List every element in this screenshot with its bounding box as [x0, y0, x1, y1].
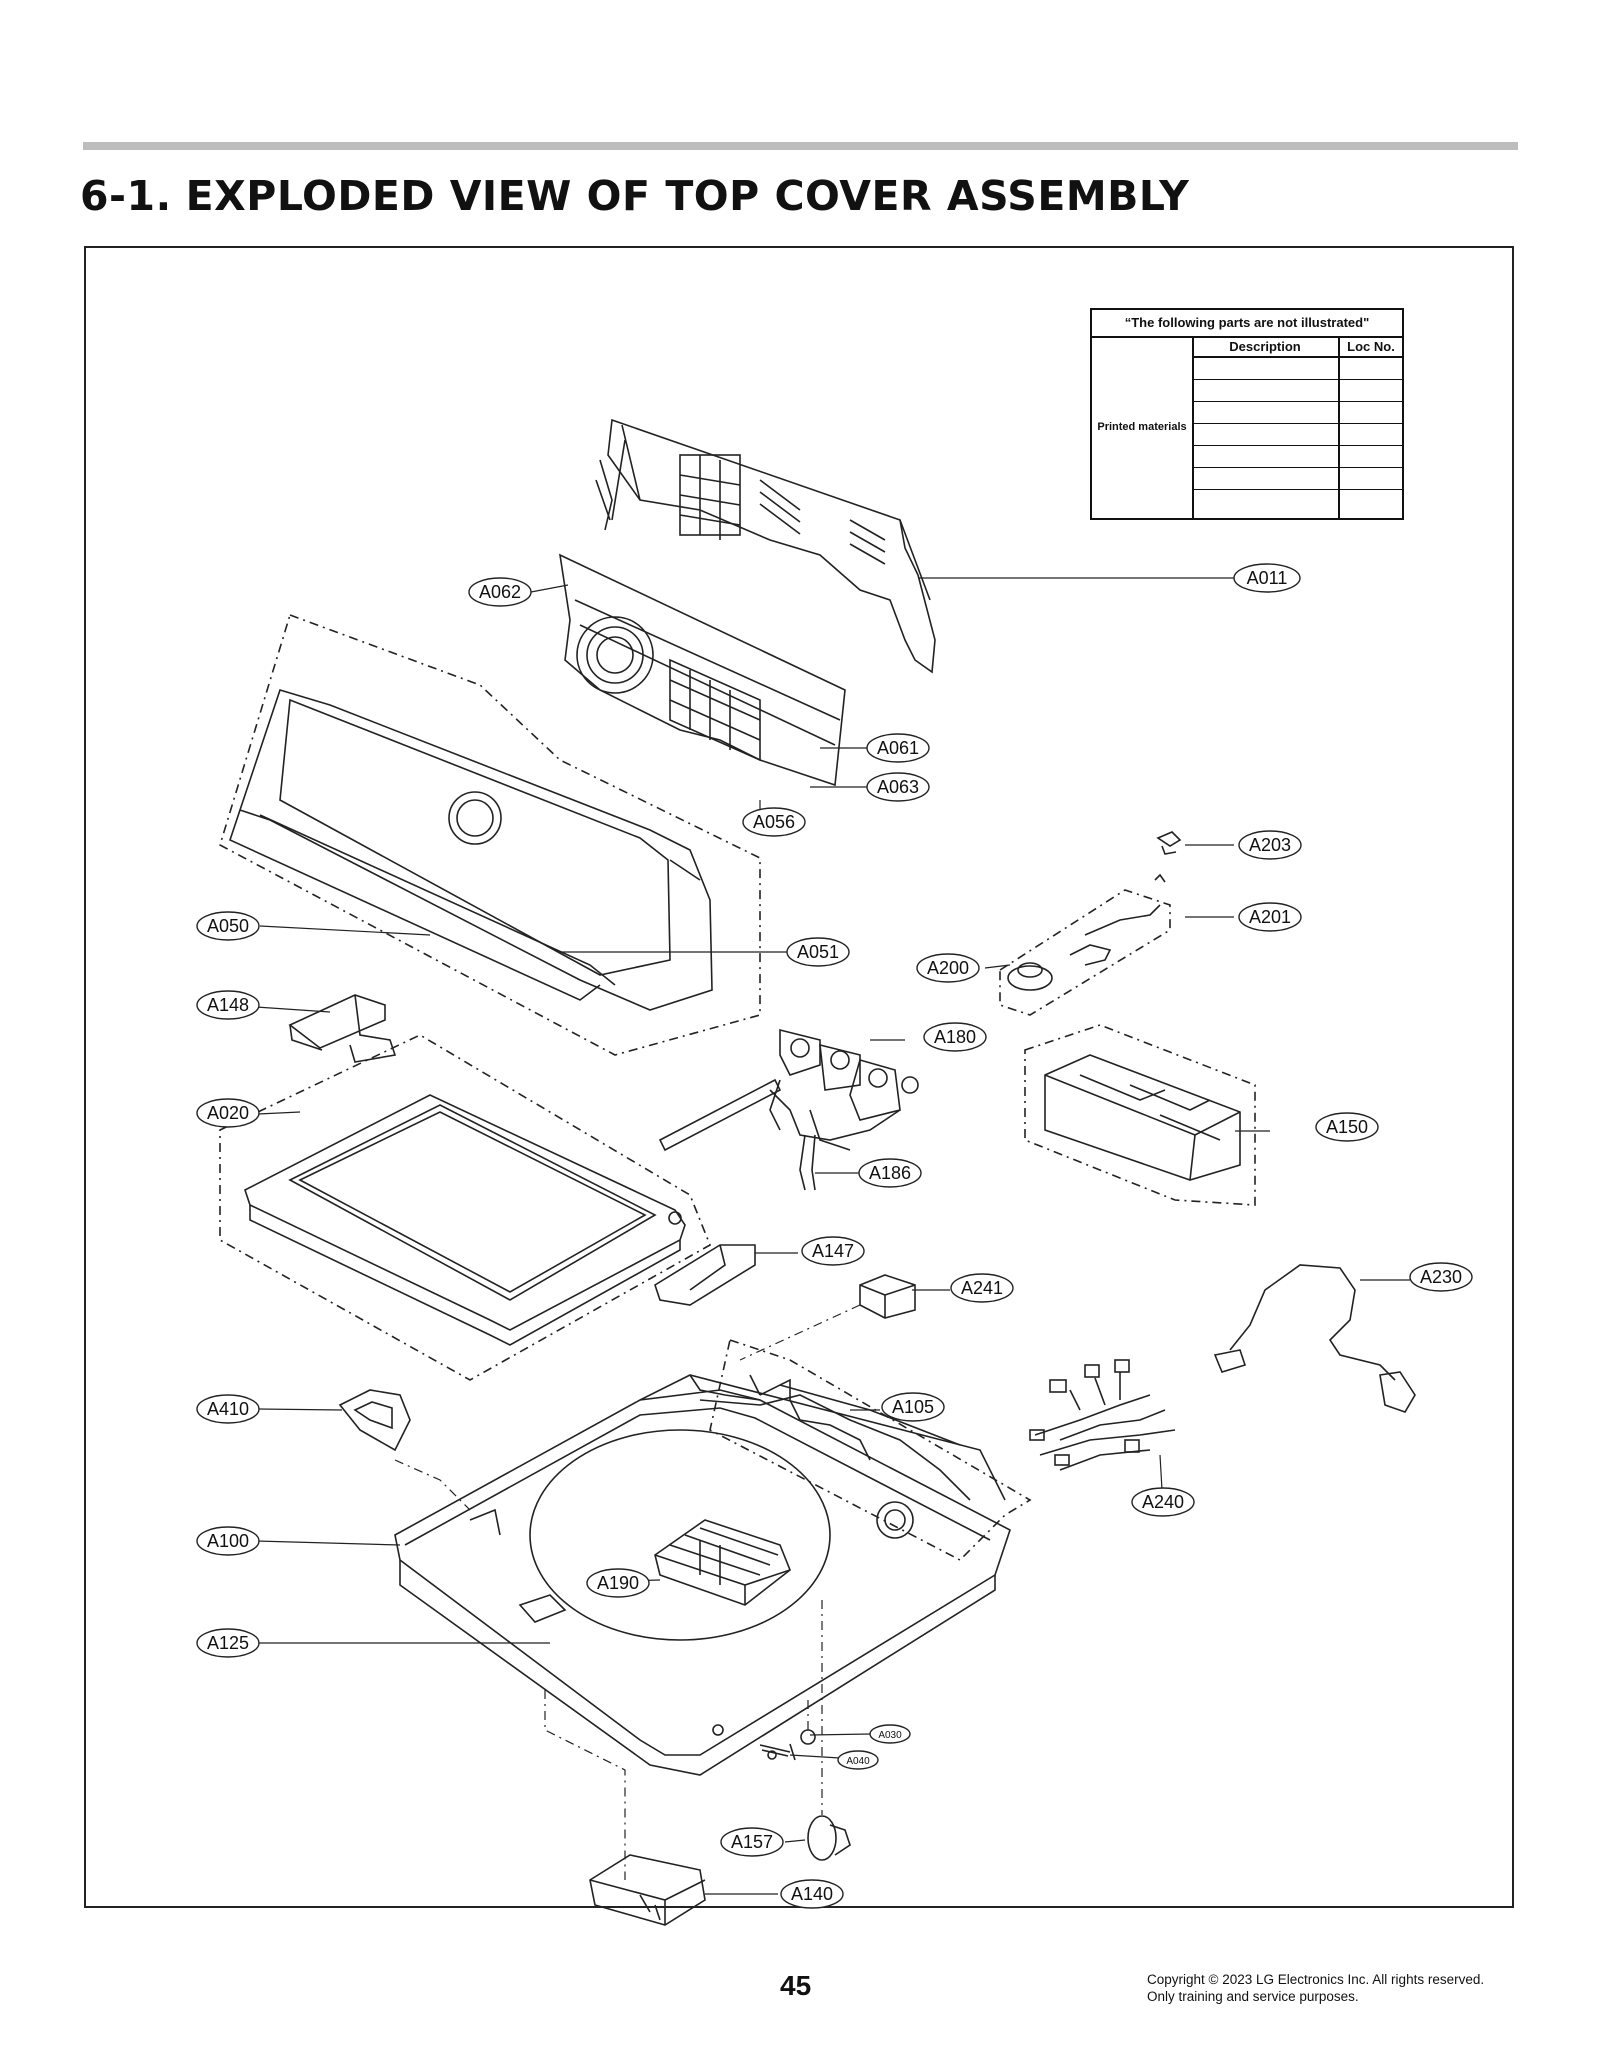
label-a410: A410: [196, 1394, 260, 1424]
svg-text:A201: A201: [1249, 907, 1291, 927]
section-title: EXPLODED VIEW OF TOP COVER ASSEMBLY: [185, 172, 1190, 220]
part-a020-lid-group: [219, 1034, 712, 1381]
label-a240: A240: [1131, 1487, 1195, 1517]
label-a180: A180: [923, 1022, 987, 1052]
svg-text:A200: A200: [927, 958, 969, 978]
part-a200-a201-pressure-sensor: [999, 873, 1171, 1016]
svg-text:A125: A125: [207, 1633, 249, 1653]
svg-text:A105: A105: [892, 1397, 934, 1417]
table-row: [1192, 424, 1402, 446]
svg-text:A241: A241: [961, 1278, 1003, 1298]
part-a062-pcb-assembly: [558, 553, 846, 787]
svg-text:A063: A063: [877, 777, 919, 797]
part-a230-power-cord: [1213, 1264, 1416, 1413]
label-a157: A157: [720, 1827, 784, 1857]
svg-text:A190: A190: [597, 1573, 639, 1593]
label-a186: A186: [858, 1158, 922, 1188]
svg-text:A061: A061: [877, 738, 919, 758]
label-a200: A200: [916, 953, 980, 983]
svg-text:A051: A051: [797, 942, 839, 962]
part-a100-top-cover: [394, 1374, 1011, 1776]
label-a030: A030: [869, 1724, 911, 1744]
part-a150-dispenser: [1024, 1024, 1256, 1206]
label-a040: A040: [837, 1750, 879, 1770]
part-a241-connector-box: [859, 1274, 916, 1319]
label-a148: A148: [196, 990, 260, 1020]
label-a140: A140: [780, 1879, 844, 1909]
label-a150: A150: [1315, 1112, 1379, 1142]
copyright-line-1: Copyright © 2023 LG Electronics Inc. All…: [1147, 1972, 1485, 1987]
label-a147: A147: [801, 1236, 865, 1266]
leader-lines: [255, 577, 1410, 1895]
label-a056: A056: [742, 807, 806, 837]
label-a063: A063: [866, 772, 930, 802]
label-a051: A051: [786, 937, 850, 967]
not-illustrated-parts-table: “The following parts are not illustrated…: [1090, 308, 1404, 520]
svg-text:A056: A056: [753, 812, 795, 832]
table-row: [1192, 468, 1402, 490]
label-a201: A201: [1238, 902, 1302, 932]
table-col-description: Description: [1192, 336, 1340, 358]
part-a190-filter: [654, 1519, 791, 1606]
part-a147-hinge-bracket: [654, 1244, 756, 1306]
part-a050-control-panel-group: [219, 613, 761, 1056]
label-a125: A125: [196, 1628, 260, 1658]
part-a140-lid-lock: [589, 1854, 706, 1926]
assembly-lines: [394, 1304, 861, 1880]
label-a020: A020: [196, 1098, 260, 1128]
label-a050: A050: [196, 911, 260, 941]
table-row: [1192, 402, 1402, 424]
svg-text:A050: A050: [207, 916, 249, 936]
svg-text:A062: A062: [479, 582, 521, 602]
svg-text:A040: A040: [846, 1756, 870, 1767]
label-a230: A230: [1409, 1262, 1473, 1292]
copyright-line-2: Only training and service purposes.: [1147, 1989, 1359, 2004]
part-a105-rear-housing: [709, 1338, 1032, 1561]
part-a157-knob: [807, 1815, 851, 1861]
part-a203-sensor-clip: [1156, 831, 1182, 855]
svg-text:A230: A230: [1420, 1267, 1462, 1287]
svg-text:A148: A148: [207, 995, 249, 1015]
svg-text:A157: A157: [731, 1832, 773, 1852]
svg-text:A186: A186: [869, 1163, 911, 1183]
svg-text:A410: A410: [207, 1399, 249, 1419]
label-a061: A061: [866, 733, 930, 763]
copyright-notice: Copyright © 2023 LG Electronics Inc. All…: [1147, 1971, 1484, 2005]
table-col-loc: Loc No.: [1340, 336, 1402, 358]
page-title: 6-1. EXPLODED VIEW OF TOP COVER ASSEMBLY: [80, 172, 1189, 220]
label-a062: A062: [468, 577, 532, 607]
part-a410-cap: [338, 1389, 411, 1452]
table-row: [1192, 446, 1402, 468]
svg-text:A030: A030: [878, 1730, 902, 1741]
table-row: [1192, 380, 1402, 402]
svg-text:A240: A240: [1142, 1492, 1184, 1512]
svg-text:A147: A147: [812, 1241, 854, 1261]
svg-text:A140: A140: [791, 1884, 833, 1904]
svg-text:A180: A180: [934, 1027, 976, 1047]
svg-text:A203: A203: [1249, 835, 1291, 855]
label-a241: A241: [950, 1273, 1014, 1303]
part-labels: A011 A062 A061 A063 A056 A050 A051 A203 …: [196, 563, 1473, 1909]
table-group-label: Printed materials: [1092, 336, 1194, 518]
part-a240-wire-harness: [1029, 1359, 1176, 1471]
svg-text:A011: A011: [1247, 568, 1288, 588]
part-a148-hinge-bracket: [288, 994, 397, 1063]
page-number: 45: [780, 1970, 812, 2001]
part-a180-inlet-valve: [658, 1028, 919, 1191]
svg-text:A150: A150: [1326, 1117, 1368, 1137]
label-a105: A105: [881, 1392, 945, 1422]
label-a100: A100: [196, 1526, 260, 1556]
part-a011-panel-cover: [595, 418, 936, 674]
label-a203: A203: [1238, 830, 1302, 860]
svg-text:A020: A020: [207, 1103, 249, 1123]
table-title: “The following parts are not illustrated…: [1092, 310, 1402, 338]
svg-text:A100: A100: [207, 1531, 249, 1551]
label-a011: A011: [1233, 563, 1301, 593]
label-a190: A190: [586, 1568, 650, 1598]
table-row: [1192, 358, 1402, 380]
section-number: 6-1.: [80, 172, 172, 220]
table-row: [1192, 490, 1402, 518]
header-rule: [83, 142, 1518, 150]
